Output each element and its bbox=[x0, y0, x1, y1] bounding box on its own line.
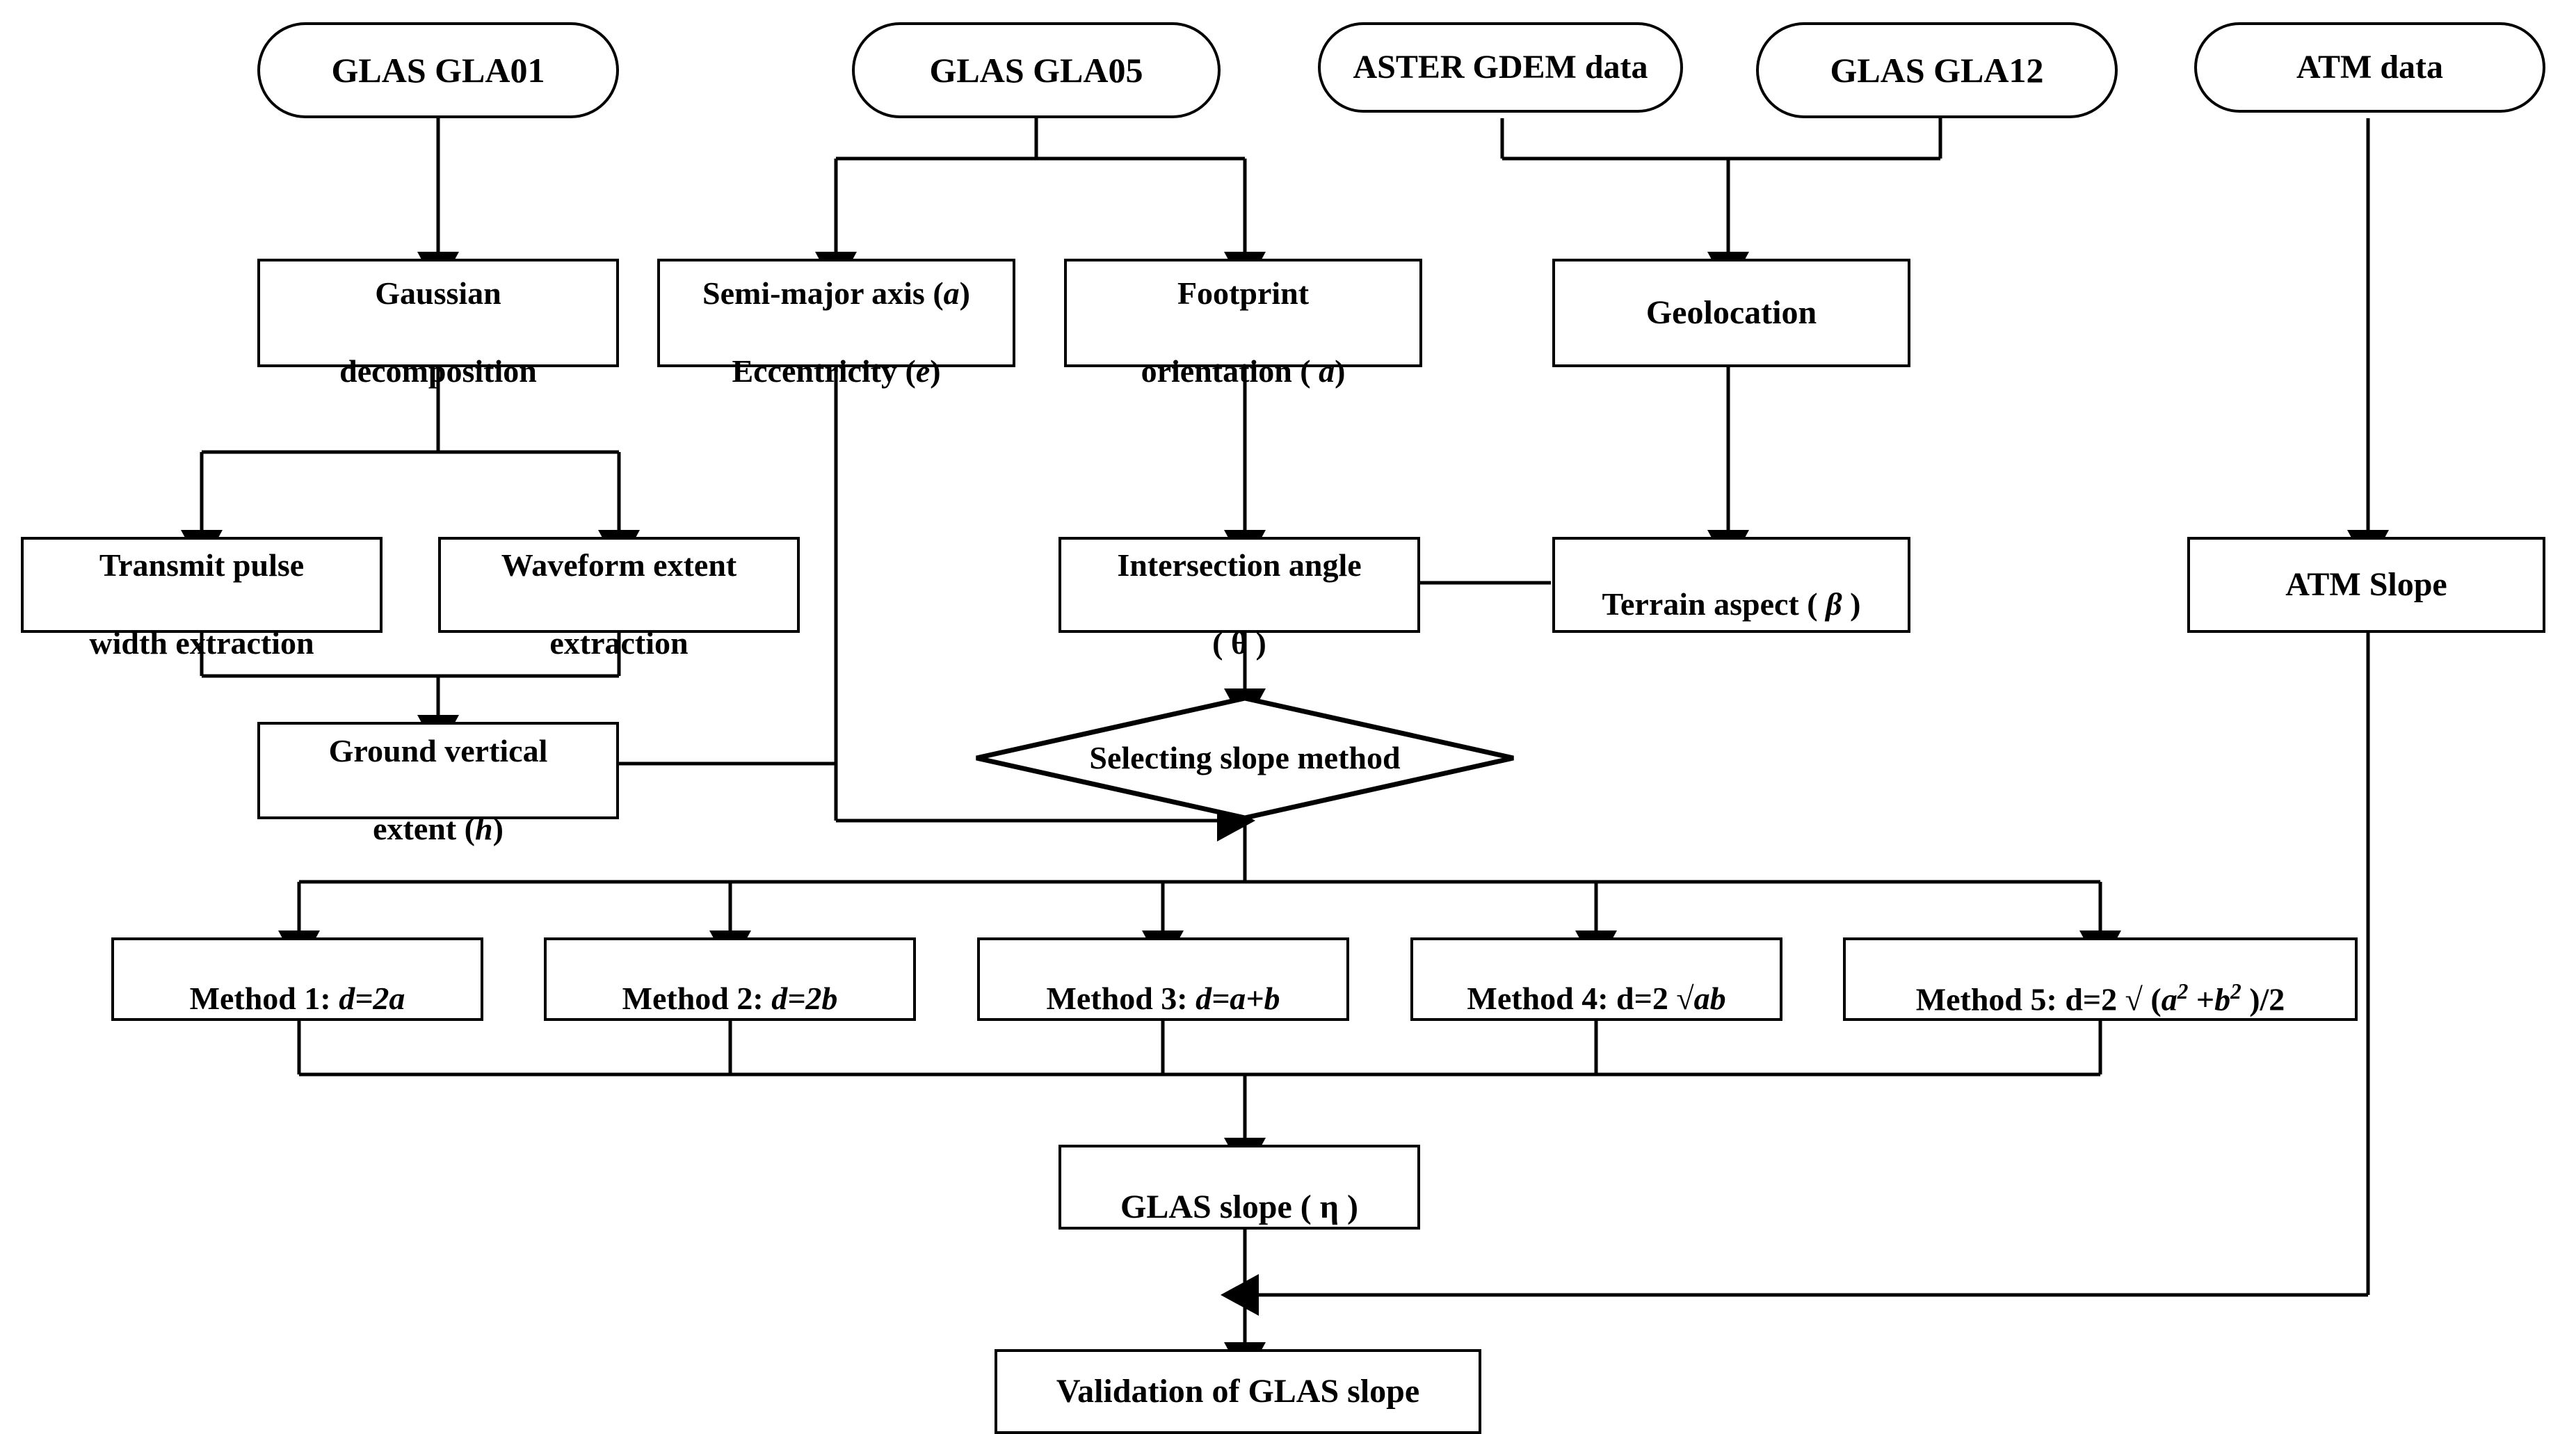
symbol-eta: η bbox=[1319, 1189, 1339, 1225]
node-atm-slope[interactable]: ATM Slope bbox=[2187, 537, 2545, 633]
node-footprint-orientation[interactable]: Footprint orientation ( ɑ) bbox=[1064, 259, 1422, 389]
node-transmit-pulse-width-label: Transmit pulse width extraction bbox=[89, 547, 314, 661]
formula-method-1: d=2a bbox=[339, 981, 405, 1016]
node-intersection-angle[interactable]: Intersection angle ( θ ) bbox=[1058, 537, 1420, 661]
node-aster-gdem[interactable]: ASTER GDEM data bbox=[1318, 22, 1683, 113]
node-terrain-aspect[interactable]: Terrain aspect ( β ) bbox=[1552, 537, 1910, 633]
var-a: a bbox=[2161, 981, 2177, 1017]
node-ground-vertical-extent[interactable]: Ground vertical extent (h) bbox=[257, 722, 619, 846]
node-method-1[interactable]: Method 1: d=2a bbox=[111, 937, 483, 1021]
node-method-4[interactable]: Method 4: d=2 √ab bbox=[1410, 937, 1782, 1021]
node-method-1-label: Method 1: d=2a bbox=[189, 981, 405, 1016]
node-waveform-extent-label: Waveform extent extraction bbox=[501, 547, 737, 661]
node-intersection-angle-label: Intersection angle ( θ ) bbox=[1117, 547, 1362, 661]
node-aster-gdem-label: ASTER GDEM data bbox=[1353, 48, 1648, 86]
node-selecting-slope-method[interactable]: Selecting slope method bbox=[974, 695, 1516, 821]
formula-method-3: d=a+b bbox=[1196, 981, 1280, 1016]
node-transmit-pulse-width[interactable]: Transmit pulse width extraction bbox=[21, 537, 383, 661]
node-semimajor-eccentricity-label: Semi-major axis (a) Eccentricity (e) bbox=[702, 275, 970, 389]
node-atm-data[interactable]: ATM data bbox=[2194, 22, 2545, 113]
node-semimajor-eccentricity[interactable]: Semi-major axis (a) Eccentricity (e) bbox=[657, 259, 1015, 389]
node-terrain-aspect-label: Terrain aspect ( β ) bbox=[1602, 586, 1861, 622]
var-e: e bbox=[915, 353, 931, 389]
node-atm-slope-label: ATM Slope bbox=[2285, 565, 2447, 603]
node-validation-of-glas-slope[interactable]: Validation of GLAS slope bbox=[995, 1349, 1481, 1434]
node-gla05[interactable]: GLAS GLA05 bbox=[852, 22, 1221, 118]
node-method-5[interactable]: Method 5: d=2 √ (a2 +b2 )/2 bbox=[1843, 937, 2358, 1021]
node-geolocation-label: Geolocation bbox=[1645, 293, 1817, 331]
formula-method-2: d=2b bbox=[771, 981, 838, 1016]
var-a: a bbox=[943, 275, 960, 311]
formula-method-4: ab bbox=[1693, 981, 1726, 1016]
node-method-5-label: Method 5: d=2 √ (a2 +b2 )/2 bbox=[1915, 978, 2285, 1017]
node-gla05-label: GLAS GLA05 bbox=[929, 50, 1143, 90]
node-method-3-label: Method 3: d=a+b bbox=[1046, 981, 1280, 1016]
node-footprint-orientation-label: Footprint orientation ( ɑ) bbox=[1141, 275, 1346, 389]
node-atm-data-label: ATM data bbox=[2296, 48, 2444, 86]
node-method-2-label: Method 2: d=2b bbox=[622, 981, 838, 1016]
var-b: b bbox=[2214, 981, 2231, 1017]
node-gla01[interactable]: GLAS GLA01 bbox=[257, 22, 619, 118]
node-ground-vertical-extent-label: Ground vertical extent (h) bbox=[328, 732, 548, 847]
radical-icon: √ bbox=[1676, 981, 1694, 1016]
node-gaussian-decomposition[interactable]: Gaussian decomposition bbox=[257, 259, 619, 389]
node-glas-slope-label: GLAS slope ( η ) bbox=[1120, 1189, 1358, 1225]
exponent-b: 2 bbox=[2230, 978, 2241, 1004]
node-selecting-slope-method-label: Selecting slope method bbox=[1089, 739, 1401, 775]
node-validation-of-glas-slope-label: Validation of GLAS slope bbox=[1056, 1372, 1420, 1410]
node-gla01-label: GLAS GLA01 bbox=[331, 50, 545, 90]
radical-icon: √ bbox=[2125, 981, 2143, 1017]
node-gaussian-decomposition-label: Gaussian decomposition bbox=[339, 275, 537, 389]
symbol-theta: ( θ ) bbox=[1212, 625, 1266, 661]
node-method-4-label: Method 4: d=2 √ab bbox=[1467, 981, 1726, 1016]
node-method-3[interactable]: Method 3: d=a+b bbox=[977, 937, 1349, 1021]
var-h: h bbox=[474, 811, 493, 847]
node-glas-slope[interactable]: GLAS slope ( η ) bbox=[1058, 1145, 1420, 1230]
exponent-a: 2 bbox=[2177, 978, 2189, 1004]
node-geolocation[interactable]: Geolocation bbox=[1552, 259, 1910, 367]
var-alpha: ɑ bbox=[1319, 353, 1335, 389]
node-waveform-extent[interactable]: Waveform extent extraction bbox=[438, 537, 800, 661]
node-method-2[interactable]: Method 2: d=2b bbox=[544, 937, 916, 1021]
symbol-beta: β bbox=[1826, 586, 1842, 622]
node-gla12-label: GLAS GLA12 bbox=[1830, 50, 2044, 90]
node-gla12[interactable]: GLAS GLA12 bbox=[1756, 22, 2118, 118]
